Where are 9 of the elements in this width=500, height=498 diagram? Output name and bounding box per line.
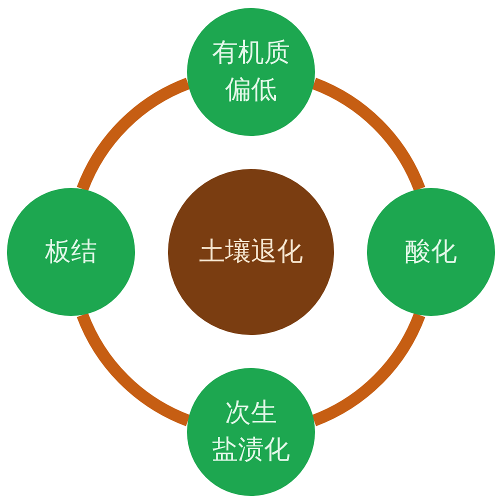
node-label: 有机质偏低 <box>211 37 291 107</box>
connector-arc <box>76 78 190 192</box>
node-label: 板结 <box>44 236 98 268</box>
connector-arc <box>312 312 426 426</box>
node-label: 酸化 <box>404 236 458 268</box>
node-label: 次生盐渍化 <box>211 397 291 467</box>
connector-arc <box>76 312 190 426</box>
connector-arc <box>312 78 426 192</box>
node-label: 土壤退化 <box>198 236 304 268</box>
